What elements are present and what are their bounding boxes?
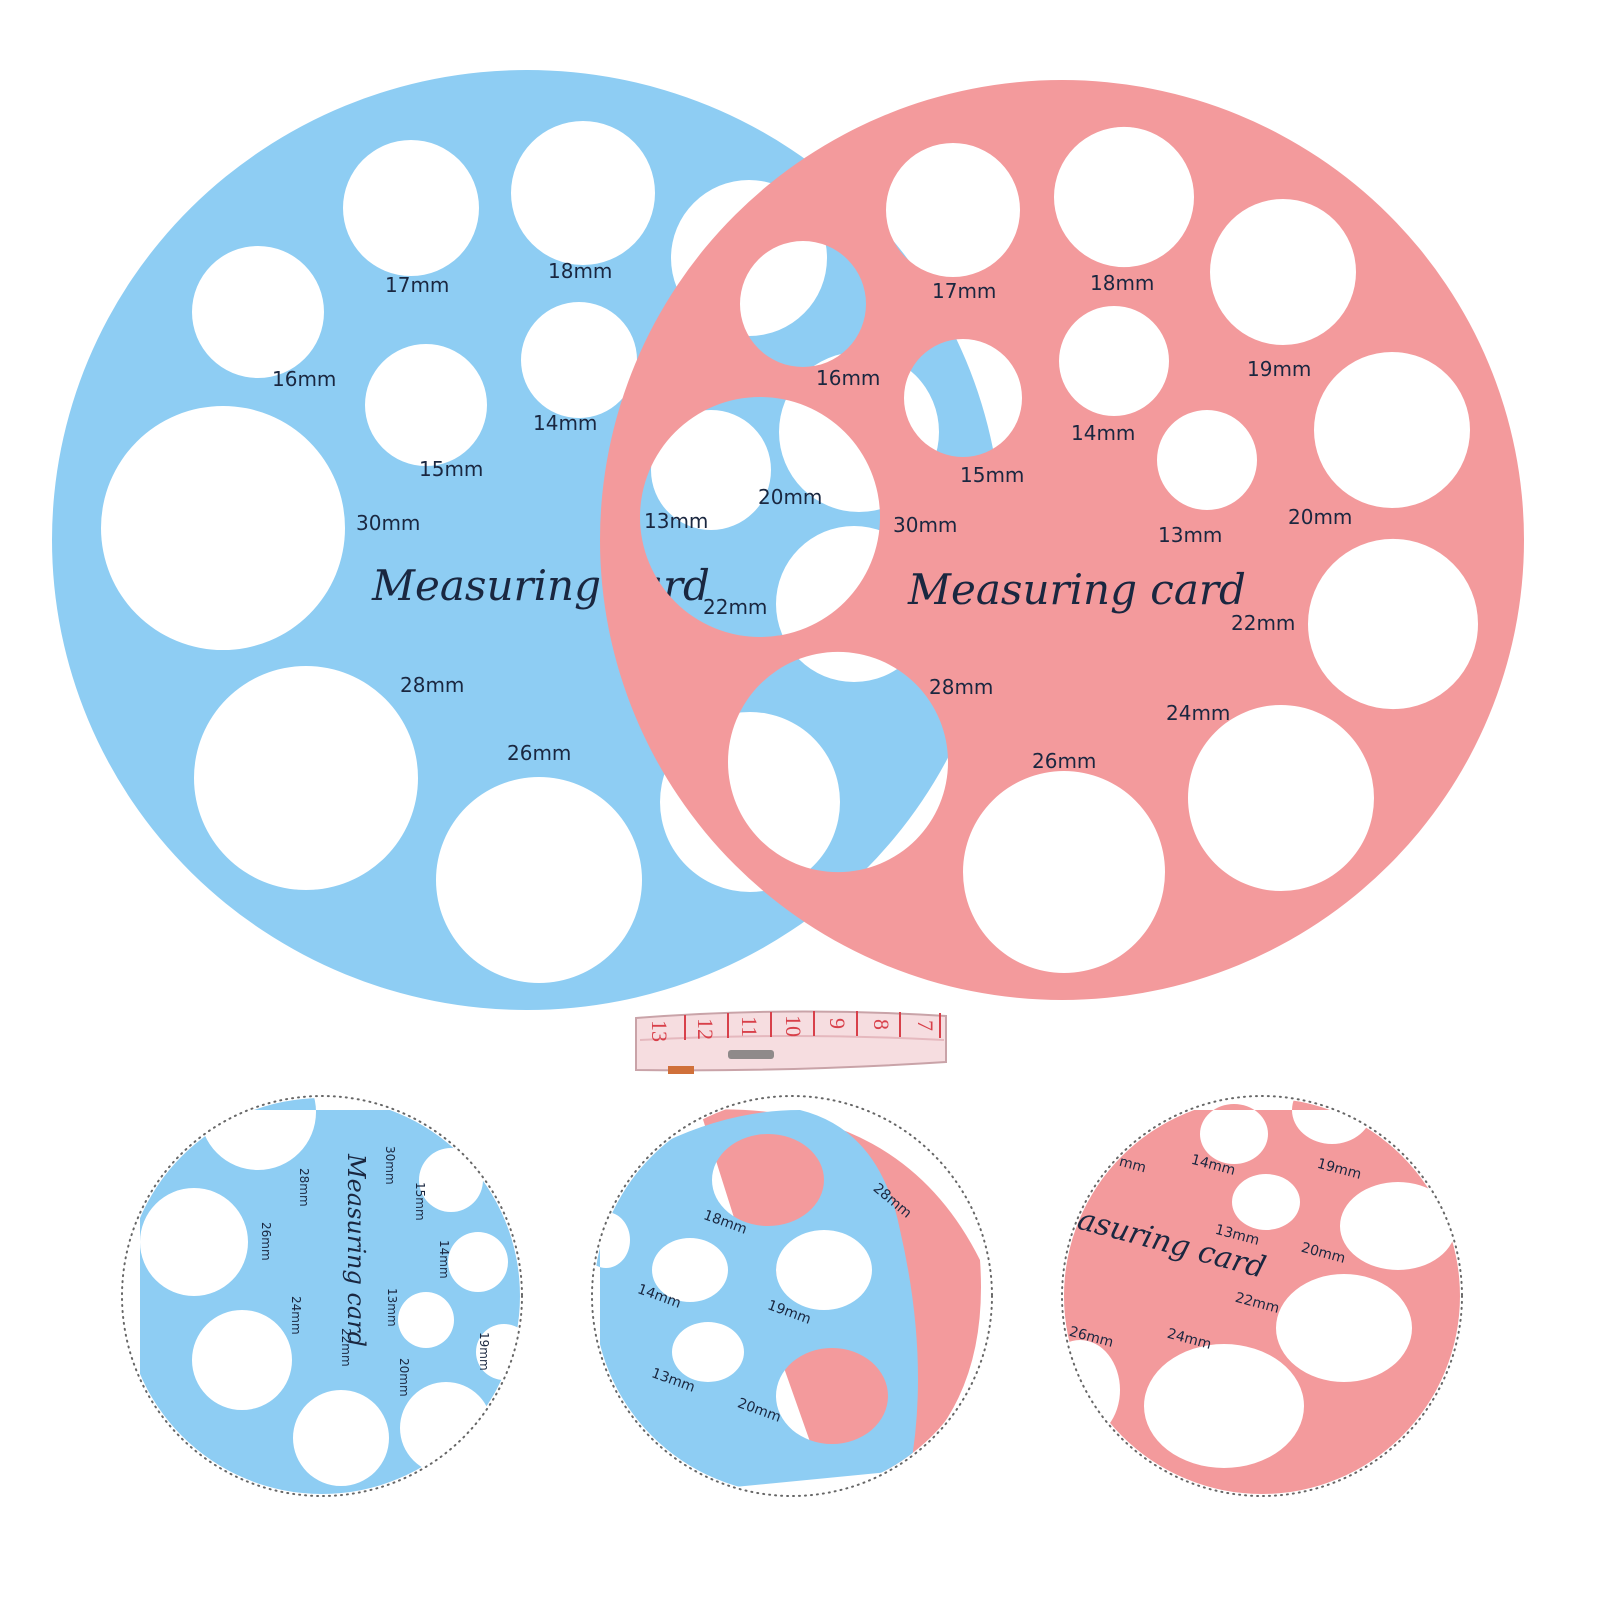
blue-card-body [52, 70, 1002, 1010]
pink-label-13mm: 13mm [1158, 523, 1222, 547]
pink-label-22mm: 22mm [1231, 611, 1295, 635]
detail-left-label-24mm: 24mm [289, 1296, 303, 1335]
pink-label-19mm: 19mm [1247, 357, 1311, 381]
pink-label-18mm: 18mm [1090, 271, 1154, 295]
tape-number-13: 13 [647, 1020, 672, 1042]
blue-label-15mm: 15mm [419, 457, 483, 481]
tape-buckle [728, 1050, 774, 1059]
tape-number-8: 8 [869, 1019, 894, 1030]
blue-label-20mm: 20mm [758, 485, 822, 509]
pink-label-20mm: 20mm [1288, 505, 1352, 529]
tape-measure: 13 12 11 10 9 8 7 [635, 1010, 947, 1074]
blue-label-16mm: 16mm [272, 367, 336, 391]
blue-label-18mm: 18mm [548, 259, 612, 283]
pink-label-14mm: 14mm [1071, 421, 1135, 445]
tape-number-9: 9 [825, 1018, 850, 1029]
pink-measuring-card: 17mm 18mm 16mm 14mm 19mm 15mm 30mm 13mm … [600, 80, 1524, 1000]
pink-card-body [600, 80, 1524, 1000]
pink-label-16mm: 16mm [816, 366, 880, 390]
pink-label-30mm: 30mm [893, 513, 957, 537]
tape-ticks [684, 1011, 941, 1040]
blue-label-13mm: 13mm [644, 509, 708, 533]
pink-card-title: Measuring card [907, 565, 1246, 614]
pink-label-15mm: 15mm [960, 463, 1024, 487]
tape-metal-tip [668, 1066, 694, 1074]
blue-label-30mm: 30mm [356, 511, 420, 535]
tape-number-11: 11 [737, 1016, 762, 1037]
detail-left-card [140, 1098, 520, 1494]
detail-right-dotted-ring [1061, 1095, 1463, 1497]
blue-label-14mm: 14mm [533, 411, 597, 435]
detail-left-label-30mm: 30mm [383, 1146, 397, 1185]
detail-left-label-19mm: 19mm [477, 1332, 491, 1371]
detail-middle-blue-card [594, 1110, 918, 1494]
detail-left-label-13mm: 13mm [385, 1288, 399, 1327]
detail-view-middle: 18mm 28mm 14mm 19mm 13mm 20mm [591, 1095, 993, 1497]
tape-coil-stripe [639, 1035, 945, 1041]
detail-right-card [1064, 1098, 1460, 1494]
detail-left-label-26mm: 26mm [259, 1222, 273, 1261]
detail-middle-dotted-ring [591, 1095, 993, 1497]
tape-number-12: 12 [693, 1018, 718, 1040]
detail-left-label-20mm: 20mm [397, 1358, 411, 1397]
pink-label-17mm: 17mm [932, 279, 996, 303]
tape-number-7: 7 [913, 1020, 938, 1031]
detail-left-label-28mm: 28mm [297, 1168, 311, 1207]
tape-coil-body [635, 1010, 947, 1072]
tape-number-10: 10 [781, 1015, 806, 1037]
pink-label-26mm: 26mm [1032, 749, 1096, 773]
blue-label-26mm: 26mm [507, 741, 571, 765]
detail-right-label-mm: mm [1117, 1154, 1147, 1177]
blue-label-17mm: 17mm [385, 273, 449, 297]
detail-left-dotted-ring [121, 1095, 523, 1497]
detail-left-label-15mm: 15mm [413, 1182, 427, 1221]
pink-label-24mm: 24mm [1166, 701, 1230, 725]
detail-left-title: Measuring card [342, 1153, 370, 1347]
detail-left-label-14mm: 14mm [437, 1240, 451, 1279]
detail-view-right: mm 14mm 19mm 13mm 20mm 22mm 26mm 24mm as… [1061, 1095, 1463, 1497]
blue-measuring-card: 17mm 18mm 16mm 14mm 15mm 30mm 28mm 26mm … [52, 70, 1002, 1010]
detail-left-label-22mm: 22mm [339, 1328, 353, 1367]
detail-view-left: 30mm 28mm 15mm 26mm 14mm 24mm 13mm 22mm … [121, 1095, 523, 1497]
blue-label-28mm: 28mm [400, 673, 464, 697]
blue-label-22mm: 22mm [703, 595, 767, 619]
pink-label-28mm: 28mm [929, 675, 993, 699]
